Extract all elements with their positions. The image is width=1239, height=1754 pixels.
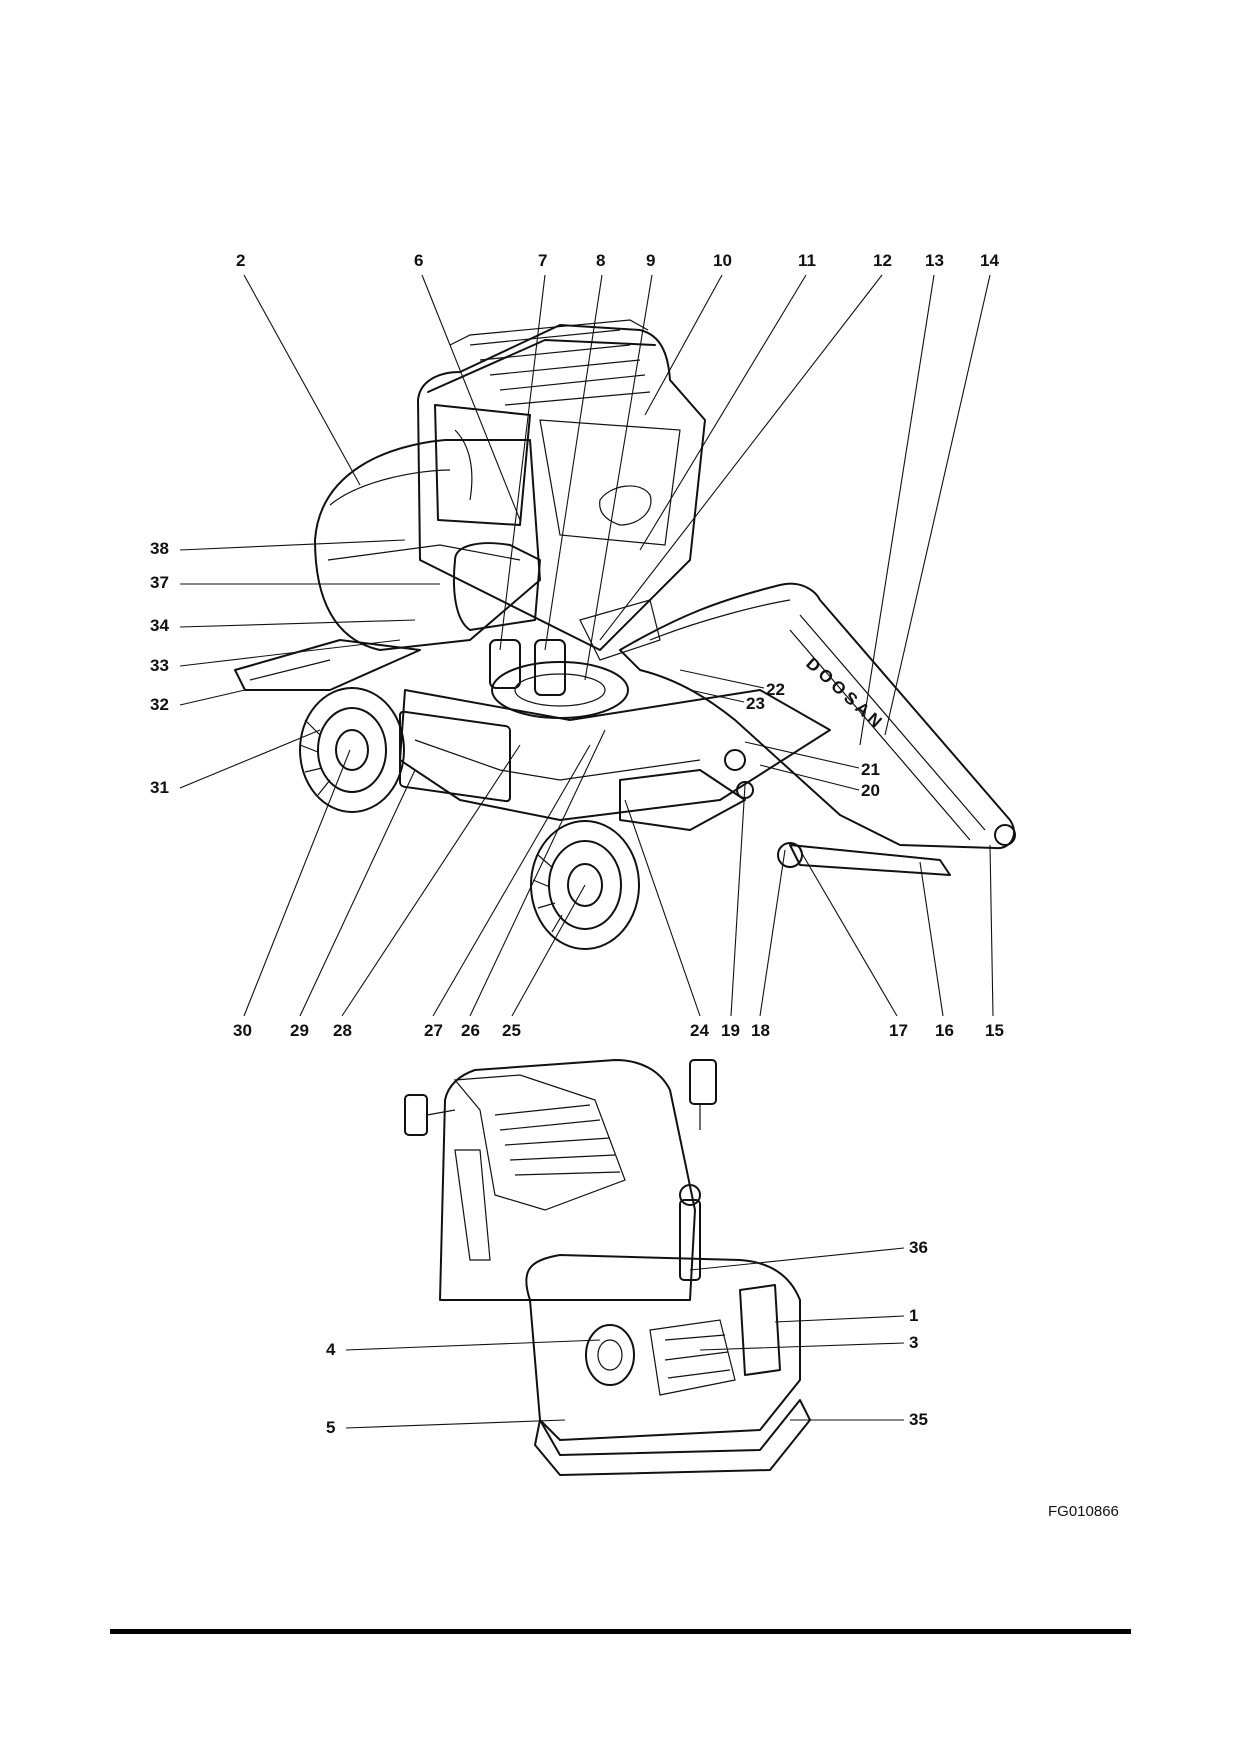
callout-38: 38 xyxy=(150,539,169,558)
bottom-leaders xyxy=(243,729,994,1017)
right-callouts: 22 23 21 20 xyxy=(746,680,880,800)
right-leaders xyxy=(679,669,860,791)
callout-13: 13 xyxy=(925,251,944,270)
excavator-illustration xyxy=(234,319,1016,950)
callout-27: 27 xyxy=(424,1021,443,1040)
top-callouts: 2 6 7 8 9 10 11 12 13 14 xyxy=(236,251,999,270)
callout-28: 28 xyxy=(333,1021,352,1040)
callout-2: 2 xyxy=(236,251,245,270)
callout-31: 31 xyxy=(150,778,169,797)
callout-14: 14 xyxy=(980,251,999,270)
rear-view-right-callouts: 36 1 3 35 xyxy=(909,1238,928,1429)
callout-10: 10 xyxy=(713,251,732,270)
callout-7: 7 xyxy=(538,251,547,270)
callout-20: 20 xyxy=(861,781,880,800)
callout-32: 32 xyxy=(150,695,169,714)
callout-35: 35 xyxy=(909,1410,928,1429)
callout-17: 17 xyxy=(889,1021,908,1040)
callout-15: 15 xyxy=(985,1021,1004,1040)
rear-view-left-leaders xyxy=(345,1339,601,1429)
callout-36: 36 xyxy=(909,1238,928,1257)
left-leaders xyxy=(179,539,440,789)
callout-24: 24 xyxy=(690,1021,709,1040)
bottom-callouts: 30 29 28 27 26 25 24 19 18 17 16 15 xyxy=(233,1021,1004,1040)
callout-25: 25 xyxy=(502,1021,521,1040)
rear-view-right-leaders xyxy=(689,1247,905,1421)
callout-21: 21 xyxy=(861,760,880,779)
callout-3: 3 xyxy=(909,1333,918,1352)
callout-5: 5 xyxy=(326,1418,335,1437)
figure-code: FG010866 xyxy=(1048,1503,1119,1520)
callout-34: 34 xyxy=(150,616,169,635)
callout-6: 6 xyxy=(414,251,423,270)
left-callouts: 38 37 34 33 32 31 xyxy=(150,539,169,797)
callout-1: 1 xyxy=(909,1306,918,1325)
page-footer-rule xyxy=(110,1629,1131,1634)
callout-11: 11 xyxy=(798,251,816,270)
callout-19: 19 xyxy=(721,1021,740,1040)
callout-30: 30 xyxy=(233,1021,252,1040)
callout-9: 9 xyxy=(646,251,655,270)
rear-view-left-callouts: 4 5 xyxy=(326,1340,336,1437)
callout-26: 26 xyxy=(461,1021,480,1040)
top-leaders xyxy=(243,274,991,746)
callout-29: 29 xyxy=(290,1021,309,1040)
callout-4: 4 xyxy=(326,1340,336,1359)
callout-8: 8 xyxy=(596,251,605,270)
callout-37: 37 xyxy=(150,573,169,592)
callout-18: 18 xyxy=(751,1021,770,1040)
callout-33: 33 xyxy=(150,656,169,675)
rear-view-illustration xyxy=(404,1059,811,1476)
callout-22: 22 xyxy=(766,680,785,699)
callout-16: 16 xyxy=(935,1021,954,1040)
callout-23: 23 xyxy=(746,694,765,713)
callout-12: 12 xyxy=(873,251,892,270)
